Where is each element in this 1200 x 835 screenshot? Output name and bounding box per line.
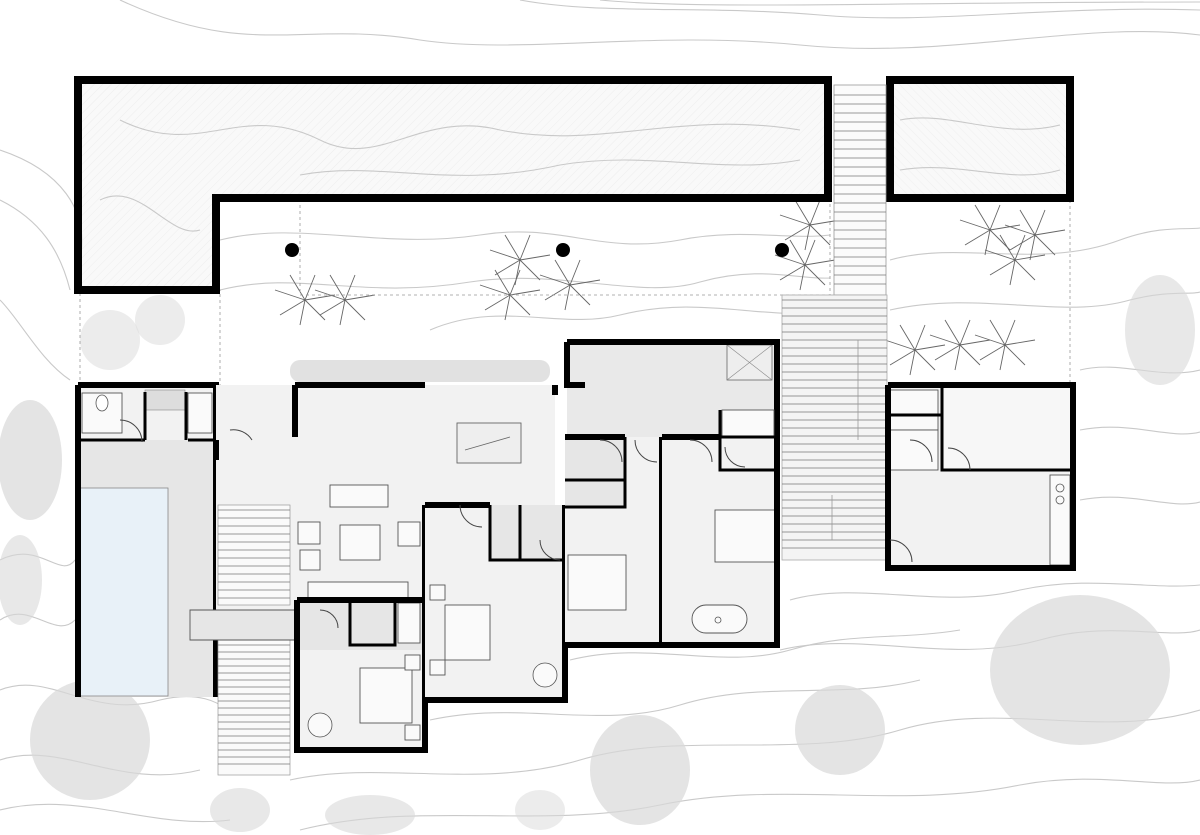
bedroom-3 xyxy=(565,434,665,648)
kitchen xyxy=(564,339,780,471)
bedroom-2 xyxy=(425,502,568,703)
guest-house xyxy=(885,382,1076,571)
palm-trees xyxy=(274,199,1066,376)
columns xyxy=(285,243,789,257)
terrace-roof-west xyxy=(74,76,832,294)
bedroom-1 xyxy=(294,505,428,753)
terrace-roof-east xyxy=(886,76,1074,202)
door-swings xyxy=(119,419,971,629)
bathtub xyxy=(691,604,748,634)
walkway xyxy=(781,294,888,561)
pool-wing xyxy=(75,382,219,697)
bedroom-4 xyxy=(662,410,780,648)
living-room xyxy=(213,382,558,612)
stairs-north xyxy=(833,84,887,296)
pool xyxy=(79,487,169,697)
vegetation xyxy=(0,275,1195,835)
